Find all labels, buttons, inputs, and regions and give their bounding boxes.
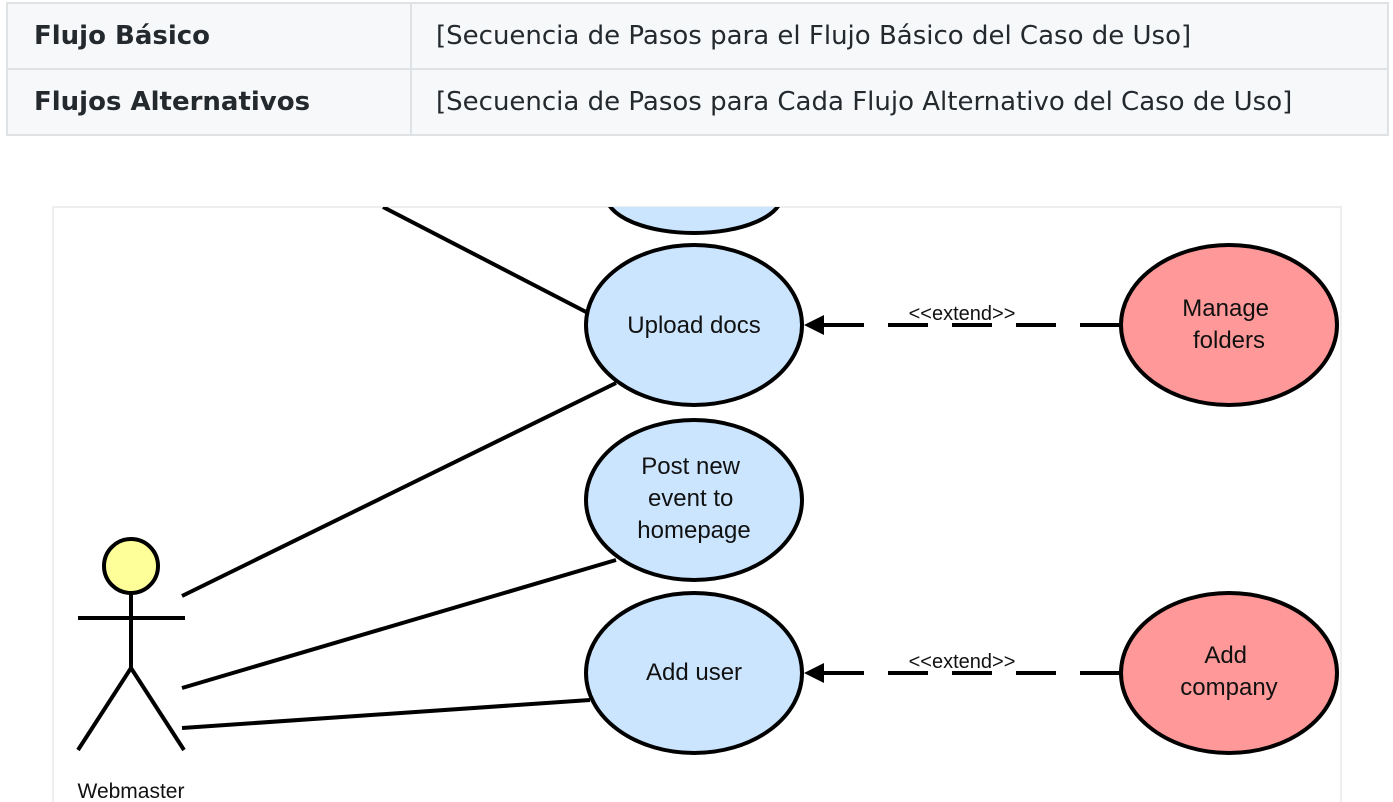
use-case-add-company-line-1: Add [1204,642,1247,669]
association-line-add-user [181,698,591,730]
row-value-flujos-alternativos: [Secuencia de Pasos para Cada Flujo Alte… [410,68,1389,136]
row-value-flujo-basico: [Secuencia de Pasos para el Flujo Básico… [410,2,1389,70]
extend-label-1: <<extend>> [909,303,1016,325]
actor-head-icon [102,537,160,595]
use-case-manage-folders-label: Manage folders [1182,295,1275,354]
extend-label-2: <<extend>> [909,651,1016,673]
association-line-post-event [181,558,617,690]
use-case-post-event [584,418,804,582]
use-case-manage-folders-line-2: folders [1193,327,1265,354]
table-row: Flujos Alternativos [Secuencia de Pasos … [6,68,1389,136]
actor-right-leg [129,666,186,752]
actor-label: Webmaster [78,780,185,802]
row-key-flujo-basico: Flujo Básico [6,2,412,70]
use-case-spec-table: Flujo Básico [Secuencia de Pasos para el… [6,2,1389,136]
use-case-add-user-label: Add user [646,659,742,686]
use-case-post-event-line-2: event to [648,485,733,512]
use-case-partial-top [608,207,780,235]
use-case-upload-docs [584,243,804,407]
row-key-flujos-alternativos: Flujos Alternativos [6,68,412,136]
use-case-manage-folders [1119,243,1339,407]
actor-webmaster: Webmaster [76,537,186,802]
use-case-post-event-line-1: Post new [641,453,740,480]
use-case-post-event-label: Post new event to homepage [637,453,750,544]
association-line-upload-docs [181,381,617,598]
use-case-post-event-line-3: homepage [637,517,750,544]
use-case-add-user [584,591,804,755]
use-case-upload-docs-label: Upload docs [627,312,760,339]
use-case-add-user-line: Add user [646,659,742,686]
use-case-add-company [1119,591,1339,755]
use-case-upload-docs-line: Upload docs [627,312,760,339]
use-case-add-company-line-2: company [1180,674,1277,701]
use-case-manage-folders-line-1: Manage [1182,295,1269,322]
actor-left-leg [76,666,133,752]
table-row: Flujo Básico [Secuencia de Pasos para el… [6,2,1389,70]
use-case-add-company-label: Add company [1180,642,1277,701]
association-line-top [382,207,591,316]
